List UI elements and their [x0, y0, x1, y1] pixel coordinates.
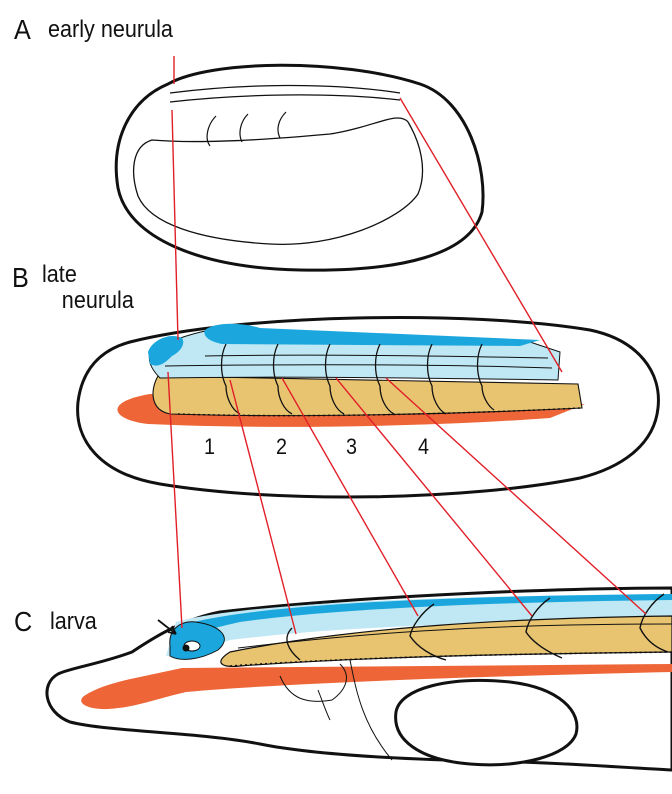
segment-label-1: 1 — [204, 436, 215, 458]
panel-b-letter: B — [12, 264, 29, 292]
larva — [47, 588, 672, 770]
larva-eye-pigment — [183, 645, 190, 652]
panel-a-letter: A — [14, 16, 31, 44]
panel-c-title: larva — [50, 610, 97, 634]
early-neurula-outer-outline — [116, 65, 483, 270]
panel-b-title-line-1: late — [42, 262, 134, 288]
segment-label-4: 4 — [418, 436, 429, 458]
panel-c-letter: C — [14, 608, 32, 636]
late-neurula-embryo — [78, 318, 659, 497]
early-neurula-embryo — [116, 65, 483, 270]
panel-b-title: late neurula — [42, 262, 134, 314]
larva-gut-cavity — [396, 680, 577, 764]
panel-a-title: early neurula — [48, 18, 173, 42]
segment-label-2: 2 — [276, 436, 287, 458]
panel-b-title-line-2: neurula — [42, 288, 134, 314]
segment-label-3: 3 — [346, 436, 357, 458]
